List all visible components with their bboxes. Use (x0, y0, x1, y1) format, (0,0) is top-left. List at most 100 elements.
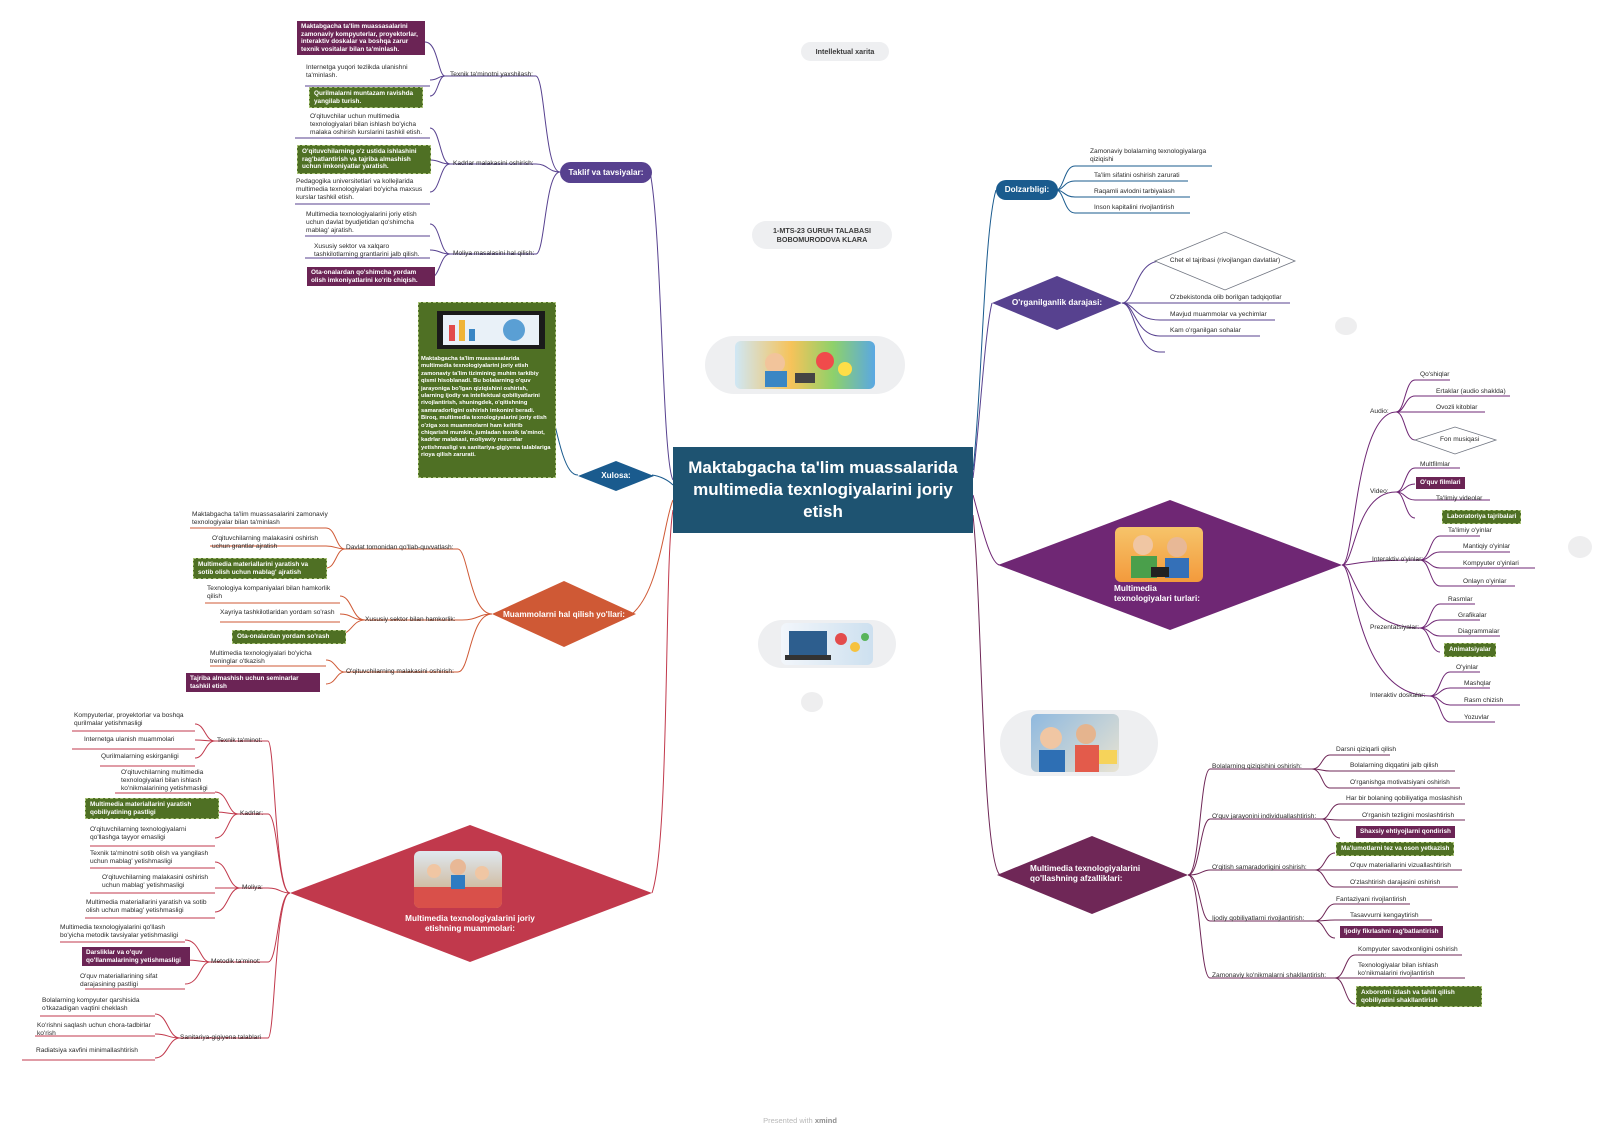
afzallik-node[interactable]: Multimedia texnologiyalarini qo'llashnin… (1030, 864, 1141, 883)
org-item-2: O'zbekistonda olib borilgan tadqiqotlar (1170, 294, 1282, 301)
davlat-label: Davlat tomonidan qo'llab-quvvatlash: (346, 544, 454, 551)
prob-moliya-label: Moliya: (242, 884, 263, 891)
interaktiv-label: Interaktiv o'yinlar: (1372, 556, 1424, 563)
taklif-texnik-label: Texnik ta'minotni yaxshilash: (450, 71, 533, 78)
turlari-node[interactable]: Multimedia texnologiyalari turlari: (1114, 584, 1200, 603)
afzallik-node-shape (997, 836, 1188, 914)
xususiy-item-3: Ota-onalardan yordam so'rash (232, 630, 346, 644)
audio-label: Audio: (1370, 408, 1389, 415)
taklif-moliya-item-1: Multimedia texnologiyalarini joriy etish… (306, 211, 417, 234)
taklif-node-shape (560, 162, 652, 183)
oqituvchi-item-1: Multimedia texnologiyalari bo'yicha tren… (210, 650, 312, 665)
zamonaviy-label: Zamonaviy ko'nikmalarni shakllantirish: (1212, 972, 1327, 979)
prob-sanitariya-item-2: Ko'rishni saqlash uchun chora-tadbirlar … (37, 1022, 151, 1037)
org-item-4: Kam o'rganilgan sohalar (1170, 327, 1241, 334)
doska-label: Interaktiv doskalar: (1370, 692, 1426, 699)
dolz-item-4: Inson kapitalini rivojlantirish (1094, 204, 1175, 211)
doska-item-4: Yozuvlar (1464, 714, 1490, 721)
samaradorlik-item-1: Ma'lumotlarni tez va oson yetkazish (1336, 842, 1455, 856)
prob-texnik-item-2: Internetga ulanish muammolari (84, 736, 175, 743)
decor-dot-3 (801, 692, 823, 712)
chet-el-diamond (1153, 231, 1297, 291)
xulosa-text: Maktabgacha ta'lim muassasalarida multim… (421, 356, 551, 459)
zamonaviy-item-2: Texnologiyalar bilan ishlash ko'nikmalar… (1358, 962, 1439, 977)
taklif-texnik-item-1: Internetga yuqori tezlikda ulanishni ta'… (306, 64, 408, 79)
oqituvchi-item-2: Tajriba almashish uchun seminarlar tashk… (186, 673, 320, 693)
prob-moliya-item-2: O'qituvchilarning malakasini oshirish uc… (102, 874, 209, 889)
qiziqish-item-1: Darsni qiziqarli qilish (1336, 746, 1397, 753)
video-item-2: O'quv filmlari (1416, 477, 1465, 489)
zamonaviy-item-3: Axborotni izlash va tahlil qilish qobili… (1356, 986, 1482, 1008)
samaradorlik-item-2: O'quv materiallarini vizuallashtirish (1350, 862, 1451, 869)
decor-dot-1 (1335, 317, 1357, 335)
prob-kadrlar-item-2: Multimedia materiallarini yaratish qobil… (85, 798, 219, 820)
video-item-4: Laboratoriya tajribalari (1442, 510, 1522, 524)
qiziqish-label: Bolalarning qiziqishini oshirish: (1212, 763, 1302, 770)
central-topic[interactable]: Maktabgacha ta'lim muassalarida multimed… (673, 447, 973, 533)
prezentatsiya-item-4: Animatsiyalar (1444, 643, 1496, 657)
davlat-item-3: Multimedia materiallarini yaratish va so… (193, 558, 327, 580)
davlat-item-1: Maktabgacha ta'lim muassasalarini zamona… (192, 511, 328, 526)
prob-metodik-label: Metodik ta'minot: (211, 958, 261, 965)
taklif-kadrlar-item-2: O'qituvchilarning o'z ustida ishlashini … (297, 145, 431, 174)
taklif-node[interactable]: Taklif va tavsiyalar: (568, 168, 644, 177)
author-label: 1-MTS-23 GURUH TALABASI BOBOMURODOVA KLA… (752, 221, 892, 249)
xmind-brand[interactable]: xmind (814, 1116, 837, 1125)
dolzarbligi-node[interactable]: Dolzarbligi: (1004, 185, 1050, 194)
org-item-1: Chet el tajribasi (rivojlangan davlatlar… (1169, 257, 1281, 264)
muammolarni-node[interactable]: Muammolarni hal qilish yo'llari: (502, 610, 626, 619)
oqituvchi-label: O'qituvchilarning malakasini oshirish: (346, 668, 454, 675)
xulosa-node[interactable]: Xulosa: (601, 471, 631, 480)
taklif-moliya-label: Moliya masalasini hal qilish: (453, 250, 535, 257)
dolz-item-1: Zamonaviy bolalarning texnologiyalarga q… (1090, 148, 1207, 163)
qiziqish-item-2: Bolalarning diqqatini jalb qilish (1350, 762, 1439, 769)
xususiy-label: Xususiy sektor bilan hamkorlik: (365, 616, 456, 623)
prob-metodik-item-2: Darsliklar va o'quv qo'llanmalarining ye… (82, 947, 190, 967)
individual-label: O'quv jarayonini individuallashtirish: (1212, 813, 1317, 820)
audio-item-3: Ovozli kitoblar (1436, 404, 1478, 411)
dolzarbligi-node-shape (996, 180, 1058, 200)
doska-item-1: O'yinlar (1456, 664, 1479, 671)
taklif-kadrlar-item-1: O'qituvchilar uchun multimedia texnologi… (310, 113, 423, 136)
ijodiy-item-1: Fantaziyani rivojlantirish (1336, 896, 1407, 903)
zamonaviy-item-1: Kompyuter savodxonligini oshirish (1358, 946, 1458, 953)
individual-item-3: Shaxsiy ehtiyojlarni qondirish (1356, 826, 1455, 838)
problems-node[interactable]: Multimedia texnologiyalarini joriy etish… (405, 914, 535, 933)
prob-sanitariya-item-3: Radiatsiya xavfini minimallashtirish (36, 1047, 138, 1054)
organilganlik-node-shape (992, 276, 1122, 330)
video-item-3: Ta'limiy videolar (1436, 495, 1483, 502)
organilganlik-node[interactable]: O'rganilganlik darajasi: (1011, 298, 1103, 307)
prezentatsiya-item-2: Grafikalar (1458, 612, 1487, 619)
prob-sanitariya-item-1: Bolalarning kompyuter qarshisida o'tkaza… (42, 997, 140, 1012)
photo-classroom-teacher (414, 851, 502, 908)
prob-kadrlar-item-3: O'qituvchilarning texnologiyalarni qo'll… (90, 826, 187, 841)
doska-item-2: Mashqlar (1464, 680, 1492, 687)
prob-kadrlar-item-1: O'qituvchilarning multimedia texnologiya… (121, 769, 208, 792)
audio-item-1: Qo'shiqlar (1420, 371, 1450, 378)
prob-texnik-label: Texnik ta'minot: (217, 737, 263, 744)
individual-item-1: Har bir bolaning qobiliyatiga moslashish (1346, 795, 1463, 802)
prezentatsiya-label: Prezentatsiyalar: (1370, 624, 1420, 631)
muammolarni-node-shape (492, 581, 636, 647)
taklif-moliya-item-2: Xususiy sektor va xalqaro tashkilotlarni… (314, 243, 420, 258)
interaktiv-item-4: Onlayn o'yinlar (1463, 578, 1507, 585)
fon-musiqasi-diamond (1413, 426, 1498, 455)
ijodiy-item-2: Tasavvurni kengaytirish (1350, 912, 1419, 919)
xususiy-item-1: Texnologiya kompaniyalari bilan hamkorli… (207, 585, 331, 600)
doska-item-3: Rasm chizish (1464, 697, 1504, 704)
prob-texnik-item-3: Qurilmalarning eskirganligi (101, 753, 179, 760)
prob-moliya-item-1: Texnik ta'minotni sotib olish va yangila… (90, 850, 209, 865)
dolz-item-3: Raqamli avlodni tarbiyalash (1094, 188, 1175, 195)
interaktiv-item-1: Ta'limiy o'yinlar (1448, 527, 1492, 534)
samaradorlik-item-3: O'zlashtirish darajasini oshirish (1350, 879, 1441, 886)
prob-texnik-item-1: Kompyuterlar, proyektorlar va boshqa qur… (74, 712, 184, 727)
prob-sanitariya-label: Sanitariya-gigiyena talablari (180, 1034, 262, 1041)
intellektual-xarita-label: Intellektual xarita (801, 42, 889, 61)
audio-item-2: Ertaklar (audio shaklda) (1436, 388, 1506, 395)
dolz-item-2: Ta'lim sifatini oshirish zarurati (1094, 172, 1180, 179)
prob-metodik-item-3: O'quv materiallarining sifat darajasinin… (80, 973, 158, 988)
prob-kadrlar-label: Kadrlar: (240, 810, 264, 817)
org-item-3: Mavjud muammolar va yechimlar (1170, 311, 1267, 318)
xulosa-image-box (418, 302, 556, 478)
prezentatsiya-item-3: Diagrammalar (1458, 628, 1500, 635)
